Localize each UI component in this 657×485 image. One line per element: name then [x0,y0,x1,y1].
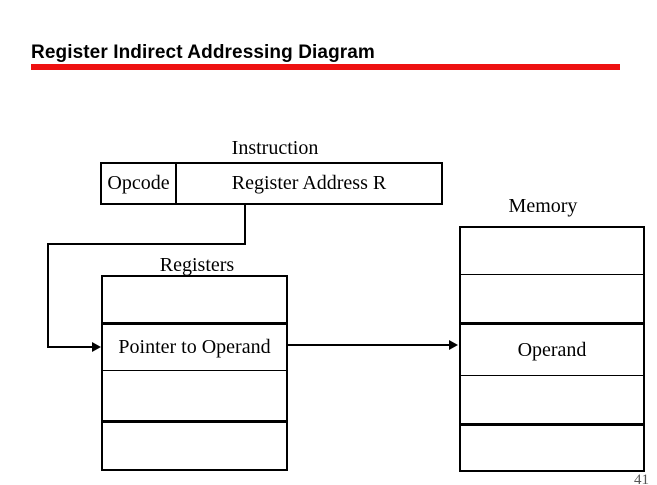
instruction-caption: Instruction [231,137,319,159]
memory-cell-0 [461,228,643,274]
registers-cell-pointer-to-operand: Pointer to Operand [103,322,286,370]
registers-cell-3 [103,420,286,469]
registers-caption: Registers [159,254,235,276]
title-underline-rule [31,64,620,70]
connector-memory-arrowhead-icon [449,340,458,350]
memory-cell-3 [461,375,643,423]
connector-registers-arrowhead-icon [92,342,101,352]
memory-cell-operand: Operand [461,322,643,375]
instruction-field-register-address: Register Address R [177,164,441,203]
memory-cell-1 [461,274,643,322]
page-title: Register Indirect Addressing Diagram [31,42,375,63]
connector-memory-right-segment [288,344,450,346]
connector-instruction-down-segment [244,204,246,245]
memory-caption: Memory [508,195,578,217]
connector-registers-right-segment [47,346,93,348]
connector-instruction-left-segment [47,243,246,245]
instruction-field-opcode: Opcode [102,164,175,203]
registers-cell-0 [103,277,286,322]
connector-registers-down-segment [47,243,49,348]
page-number: 41 [634,472,649,485]
memory-cell-4 [461,423,643,470]
instruction-field-divider [175,164,177,203]
registers-cell-2 [103,370,286,420]
